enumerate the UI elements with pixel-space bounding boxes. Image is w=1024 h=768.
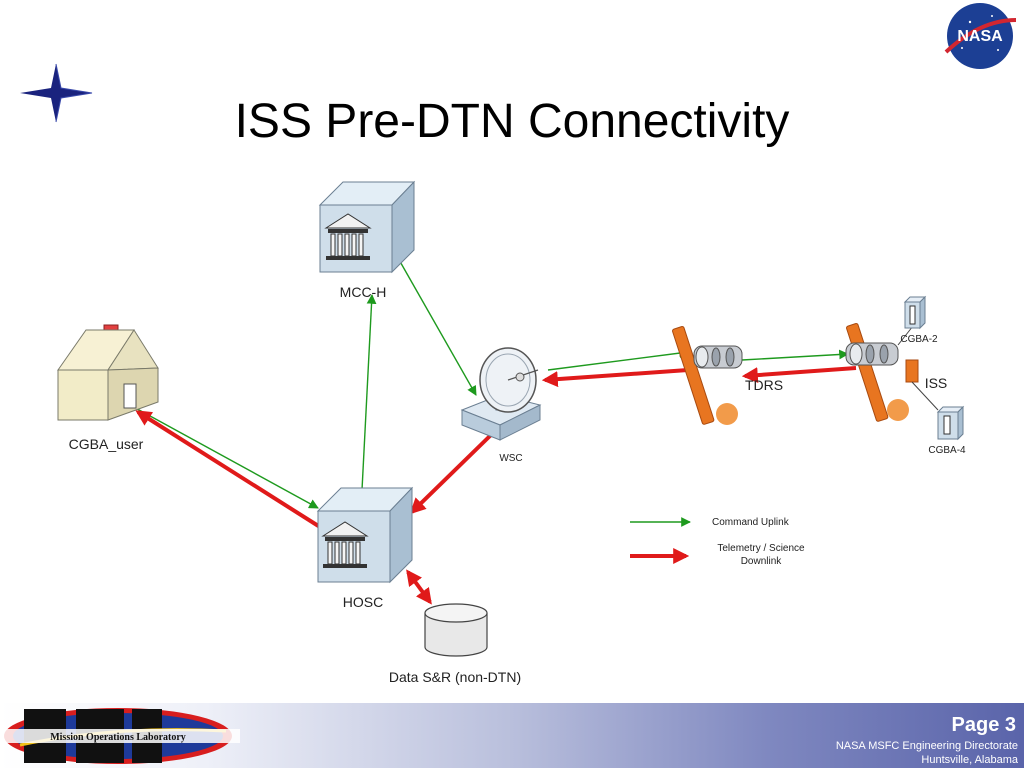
downlink-tdrs-to-wsc <box>541 368 689 388</box>
page-number: Page 3 <box>951 714 1016 736</box>
wsc-satellite-dish-icon <box>460 347 542 441</box>
hosc-building-icon <box>316 486 414 584</box>
star-icon <box>20 63 93 123</box>
mission-operations-laboratory-logo: Mission Operations Laboratory <box>0 708 240 764</box>
mcch-building-icon <box>318 180 416 274</box>
uplink-tdrs-to-iss <box>741 349 849 361</box>
footer-organization: NASA MSFC Engineering Directorate <box>835 740 1018 752</box>
connectivity-diagram: MCC-H HOSC CGBA_user <box>57 180 966 685</box>
legend: Command Uplink Telemetry / Science Downl… <box>630 517 805 567</box>
footer-location: Huntsville, Alabama <box>921 754 1018 766</box>
cgba-4-payload-icon <box>936 405 965 441</box>
nasa-logo-icon: NASA <box>944 3 1017 69</box>
nasa-logo-text: NASA <box>957 28 1003 45</box>
tdrs-satellite-icon <box>672 326 743 425</box>
mcch-label: MCC-H <box>340 284 387 300</box>
cgba-4-connector <box>911 381 939 411</box>
uplink-mcch-to-wsc <box>397 257 477 396</box>
uplink-cgba-user-to-hosc <box>129 404 319 509</box>
iss-satellite-icon <box>845 323 919 422</box>
wsc-label: WSC <box>499 453 522 464</box>
uplink-hosc-to-mcch <box>361 294 377 491</box>
cgba-2-payload-icon <box>903 295 927 330</box>
downlink-iss-to-tdrs <box>741 366 857 384</box>
cgba-2-label: CGBA-2 <box>900 334 938 345</box>
mol-logo-text: Mission Operations Laboratory <box>50 732 186 743</box>
iss-label: ISS <box>925 375 948 391</box>
legend-command-uplink: Command Uplink <box>712 517 790 528</box>
hosc-label: HOSC <box>343 594 383 610</box>
link-hosc-data-sr <box>406 569 432 605</box>
database-cylinder-icon <box>424 603 488 657</box>
legend-downlink-line2: Downlink <box>741 556 783 567</box>
cgba-2-connector <box>897 325 914 346</box>
downlink-wsc-to-hosc <box>409 430 496 515</box>
legend-downlink-line1: Telemetry / Science <box>717 543 805 554</box>
tdrs-label: TDRS <box>745 377 783 393</box>
cgba-user-house-icon <box>57 324 159 421</box>
page-title: ISS Pre-DTN Connectivity <box>234 95 790 148</box>
data-sr-label: Data S&R (non-DTN) <box>389 669 521 685</box>
cgba-user-label: CGBA_user <box>69 436 144 452</box>
downlink-hosc-to-cgba-user <box>135 410 322 529</box>
uplink-wsc-to-tdrs <box>547 348 689 371</box>
cgba-4-label: CGBA-4 <box>928 445 966 456</box>
